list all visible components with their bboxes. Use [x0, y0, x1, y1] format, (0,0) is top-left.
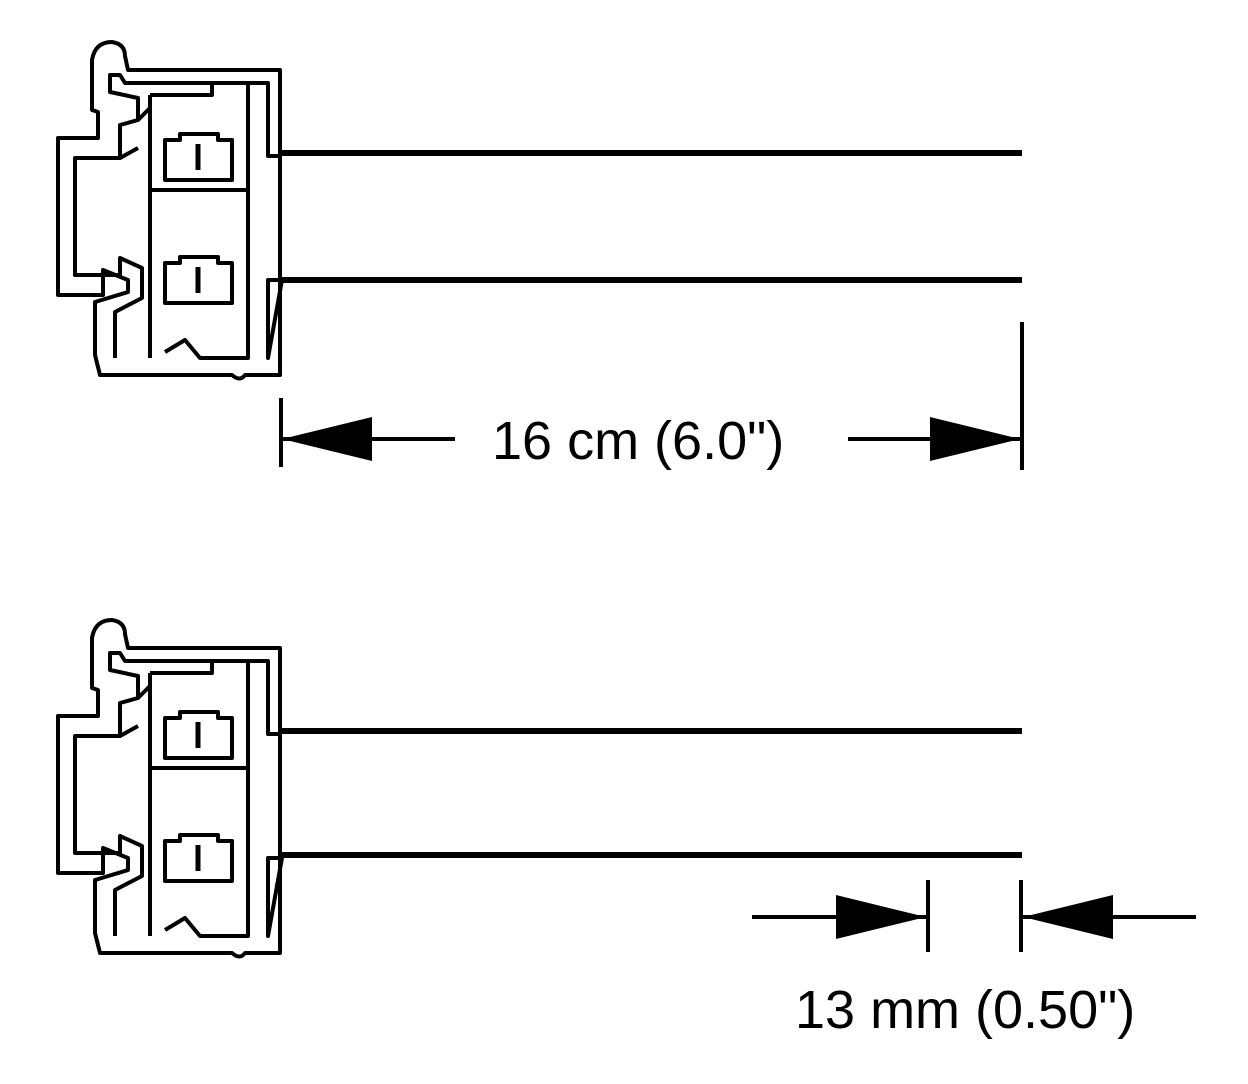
dimension-16cm — [279, 322, 1024, 470]
connector-bottom — [58, 620, 282, 957]
dimension-13mm — [752, 880, 1196, 952]
connector-top — [58, 42, 282, 379]
dimension-label-16cm: 16 cm (6.0") — [492, 411, 785, 471]
dimension-label-13mm: 13 mm (0.50") — [795, 980, 1136, 1040]
